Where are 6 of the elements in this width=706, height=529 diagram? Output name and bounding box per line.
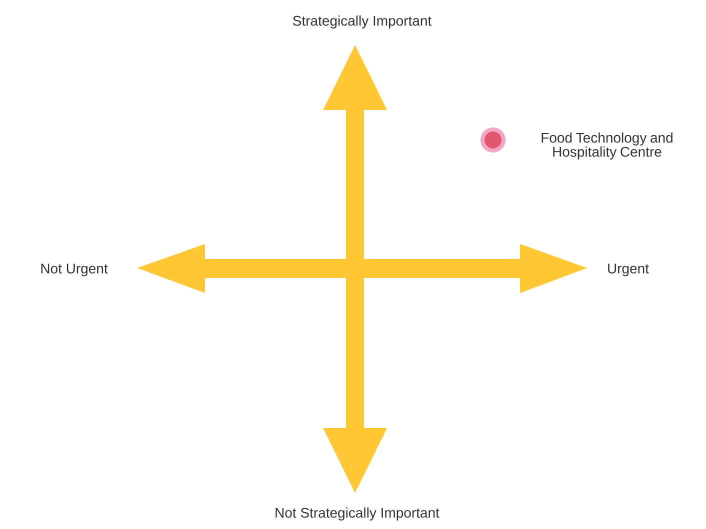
axis-label: Strategically Important [293,15,432,29]
axis-label: Not Urgent [41,264,108,276]
marker-label: Food Technology and Hospitality Centre [542,132,672,160]
axis-label: Urgent [608,264,649,276]
axis-label: Not Strategically Important [276,507,440,520]
marker-dot [480,128,506,152]
